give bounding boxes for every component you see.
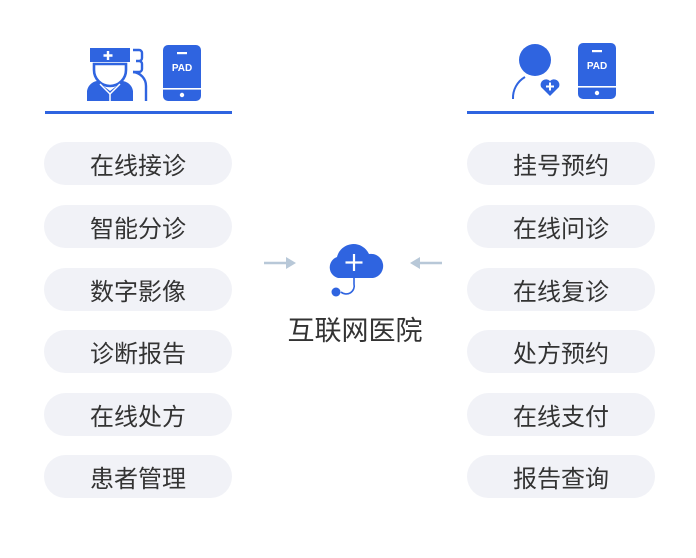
pad-label: PAD	[586, 61, 608, 72]
pad-icon: PAD	[163, 45, 201, 101]
pill-label: 在线支付	[513, 403, 609, 431]
feature-pill-patient-management[interactable]: 患者管理	[44, 455, 232, 498]
pill-label: 诊断报告	[90, 340, 186, 368]
pad-label: PAD	[171, 63, 193, 74]
feature-pill-diagnosis-report[interactable]: 诊断报告	[44, 330, 232, 373]
medical-cloud-icon	[329, 244, 384, 297]
feature-pill-online-followup[interactable]: 在线复诊	[467, 268, 655, 311]
right-divider	[467, 111, 654, 114]
pill-label: 数字影像	[90, 278, 186, 306]
feature-pill-smart-triage[interactable]: 智能分诊	[44, 205, 232, 248]
pill-label: 在线处方	[90, 403, 186, 431]
feature-pill-online-payment[interactable]: 在线支付	[467, 393, 655, 436]
pill-label: 处方预约	[513, 340, 609, 368]
pill-label: 患者管理	[90, 465, 186, 493]
feature-pill-online-prescription[interactable]: 在线处方	[44, 393, 232, 436]
pad-icon: PAD	[578, 43, 616, 99]
doctor-icon	[87, 48, 148, 101]
pill-label: 挂号预约	[513, 152, 609, 180]
patient-icon	[511, 44, 560, 100]
center-title: 互联网医院	[287, 316, 423, 347]
left-divider	[45, 111, 232, 114]
feature-pill-report-query[interactable]: 报告查询	[467, 455, 655, 498]
pill-label: 在线问诊	[513, 215, 609, 243]
arrow-right-icon	[264, 257, 296, 269]
pill-label: 报告查询	[513, 465, 609, 493]
pill-label: 在线接诊	[90, 152, 186, 180]
pill-label: 智能分诊	[90, 215, 186, 243]
feature-pill-online-inquiry[interactable]: 在线问诊	[467, 205, 655, 248]
feature-pill-digital-imaging[interactable]: 数字影像	[44, 268, 232, 311]
feature-pill-appointment[interactable]: 挂号预约	[467, 142, 655, 185]
pill-label: 在线复诊	[513, 278, 609, 306]
arrow-left-icon	[410, 257, 442, 269]
feature-pill-prescription-booking[interactable]: 处方预约	[467, 330, 655, 373]
feature-pill-online-consult[interactable]: 在线接诊	[44, 142, 232, 185]
